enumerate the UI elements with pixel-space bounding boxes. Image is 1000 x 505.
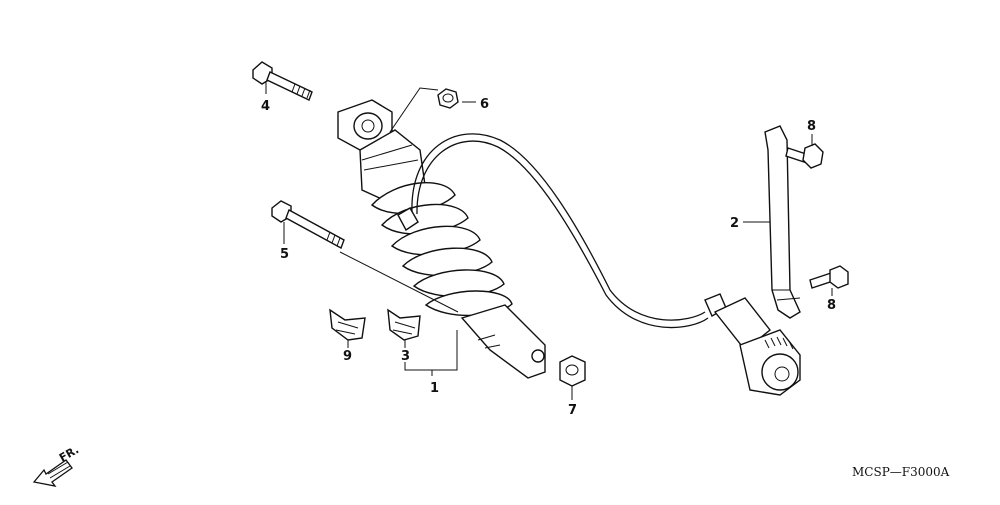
callout-1: 1: [430, 381, 439, 396]
leader-line: [339, 251, 459, 313]
callout-6: 6: [480, 97, 489, 112]
adjuster-bracket-part-2[interactable]: [764, 125, 801, 319]
callout-5: 5: [280, 247, 289, 262]
callout-leaders: [265, 82, 833, 400]
remote-adjuster-knob[interactable]: [704, 293, 801, 396]
front-label: FR.: [57, 443, 81, 464]
callout-3: 3: [401, 349, 410, 364]
bracket-bolt-part-8-upper[interactable]: [785, 143, 824, 169]
bracket-bolt-part-8-lower[interactable]: [809, 265, 849, 289]
lower-collar-part-7[interactable]: [559, 355, 586, 387]
callout-4: 4: [261, 99, 270, 114]
long-bolt-part-5[interactable]: [271, 200, 345, 250]
shock-absorber-part-1[interactable]: [337, 99, 546, 379]
label-part-3[interactable]: [387, 308, 421, 341]
figure-code: MCSP—F3000A: [852, 465, 950, 479]
front-arrow-icon: [32, 459, 73, 487]
upper-nut-part-6[interactable]: [437, 88, 459, 109]
adjuster-hose: [411, 133, 709, 329]
callout-7: 7: [568, 403, 577, 418]
callout-8-lower: 8: [827, 298, 836, 313]
label-part-9[interactable]: [329, 308, 366, 341]
callout-2: 2: [730, 216, 739, 231]
callout-9: 9: [343, 349, 352, 364]
upper-bolt-part-4[interactable]: [252, 61, 313, 101]
callout-8-upper: 8: [807, 119, 816, 134]
